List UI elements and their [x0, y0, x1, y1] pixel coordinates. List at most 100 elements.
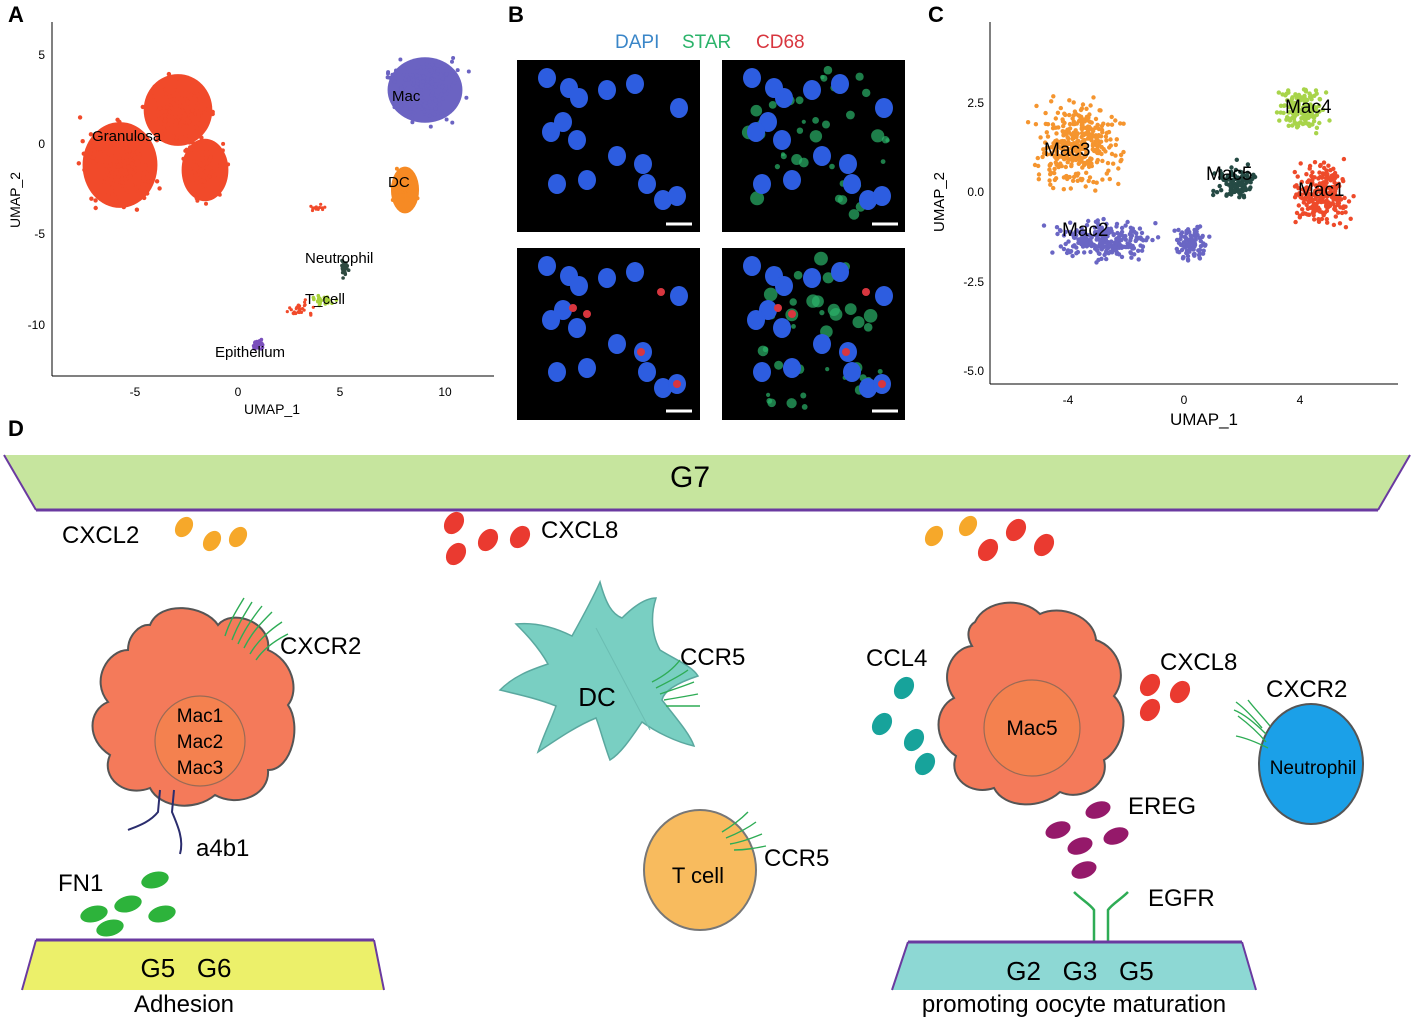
cluster-mac4-point [1283, 93, 1288, 98]
integrin-a4b1-icon [127, 789, 161, 831]
cluster-mac-point [406, 77, 411, 81]
cluster-mac3-point [1109, 114, 1114, 120]
cluster-mac2-point [1192, 251, 1197, 257]
cluster-granulosa-point [98, 146, 103, 151]
cluster-mac5-point [1232, 184, 1238, 190]
cluster-mac3-point [1067, 157, 1072, 162]
cluster-granulosa-point [197, 116, 202, 122]
g2-g3-g5-label: G2 G3 G5 [1006, 956, 1153, 986]
star-stain [781, 152, 785, 157]
dapi-nucleus [548, 174, 566, 194]
cluster-mac2-point [1137, 226, 1143, 231]
dapi-nucleus [831, 74, 849, 94]
cluster-mac5-point [1238, 192, 1244, 197]
cluster-granulosa-point [176, 94, 181, 99]
cluster-mac-point [433, 106, 438, 111]
star-stain [806, 294, 820, 308]
dapi-nucleus [670, 98, 688, 118]
cluster-mac3-point [1109, 151, 1115, 157]
cluster-mac3-point [1107, 176, 1113, 182]
cluster-mac2-point [1121, 244, 1127, 249]
cluster-mac2-point [1134, 235, 1139, 240]
cluster-mac2-point [1197, 255, 1202, 261]
cluster-mac4-point [1277, 118, 1282, 123]
dapi-nucleus [859, 190, 877, 210]
cluster-granulosa-point [205, 176, 210, 181]
cluster-mac3-point [1103, 149, 1108, 154]
cluster-mac2-point [1087, 232, 1092, 238]
integrin-a4b1-icon [170, 789, 183, 855]
cluster-mac3-point [1093, 116, 1099, 122]
cluster-granulosa-point [184, 137, 189, 142]
cluster-mac2-point [1079, 226, 1084, 231]
cluster-mac3-point [1067, 98, 1072, 103]
cluster-granulosa-point [162, 80, 167, 86]
cluster-mac1-point [1304, 172, 1309, 177]
cluster-mac1-point [1332, 191, 1337, 196]
panel-a-xtick: 10 [438, 385, 452, 399]
cluster-mac5 [1211, 157, 1258, 200]
cluster-mac-point [437, 97, 442, 102]
cluster-granulosa-point [109, 153, 115, 158]
dapi-nucleus [753, 174, 771, 194]
cluster-mac-point [455, 68, 460, 73]
cluster-mac1-point [1314, 184, 1320, 190]
cluster-mac3-point [1036, 177, 1042, 182]
cluster-mac1-point [1324, 217, 1330, 222]
cluster-mac1-point [1317, 194, 1322, 200]
cluster-granulosa-point [77, 115, 83, 120]
cluster-mac2-point [1070, 253, 1075, 259]
dapi-nucleus [831, 262, 849, 282]
cluster-mac2-point [1092, 225, 1098, 230]
cluster-mac2-point [1136, 257, 1141, 262]
cxcl8-molecule [509, 525, 531, 549]
cluster-mac1-point [1292, 169, 1298, 175]
cluster-granulosa-point [209, 181, 214, 186]
cluster-mac2-point [1068, 220, 1073, 225]
cluster-granulosa-point [219, 177, 224, 182]
cluster-mac1-point [1324, 173, 1330, 178]
cluster-granulosa [181, 138, 231, 206]
cluster-mac1-point [1332, 206, 1337, 212]
tcell-ccr5-receptor-icon [721, 811, 767, 851]
cluster-mac3-point [1053, 125, 1058, 130]
cxcl2-molecule [958, 515, 978, 537]
cluster-granulosa-point [152, 84, 157, 89]
dapi-nucleus [813, 334, 831, 354]
cluster-granulosa-point [169, 122, 175, 127]
cluster-mac4-point [1311, 119, 1317, 124]
cluster-dc-point [404, 198, 409, 203]
cluster-mac-point [414, 73, 419, 78]
cluster-mac-point [421, 79, 426, 84]
cluster-label-mac3: Mac3 [1044, 140, 1090, 161]
cluster-mac3-point [1076, 161, 1082, 166]
cluster-mac-point [411, 78, 416, 83]
cluster-dc-point [391, 185, 396, 190]
cluster-mac3-point [1051, 185, 1056, 191]
panel-a-scatter [76, 56, 471, 351]
star-stain [852, 316, 865, 329]
panel-a-ytick: 0 [38, 137, 45, 151]
cluster-mac3-point [1079, 130, 1085, 136]
cluster-mac3-point [1091, 95, 1096, 100]
dapi-nucleus [873, 186, 891, 206]
cluster-label-mac1: Mac1 [1298, 180, 1344, 201]
cluster-mac-point [413, 96, 418, 101]
cluster-mac-point [439, 92, 444, 97]
cluster-granulosa-point [140, 104, 145, 110]
cluster-granulosa-point [115, 117, 120, 123]
star-stain [750, 104, 763, 117]
cluster-granulosa-point [125, 189, 131, 194]
cluster-mac-point [410, 120, 415, 125]
cluster-mac3-point [1070, 178, 1076, 183]
cluster-mac2-point [1088, 249, 1093, 255]
cluster-mac-point [392, 96, 397, 101]
cluster-mac2-point [1190, 241, 1195, 247]
cluster-granulosa-point [128, 174, 133, 179]
cluster-mac3-point [1058, 154, 1063, 159]
cluster-dc-point [396, 184, 401, 189]
cluster-mac3-point [1105, 122, 1111, 127]
cluster-mac3-point [1104, 171, 1110, 176]
cluster-mac3-point [1075, 178, 1080, 183]
dapi-nucleus [598, 268, 616, 288]
